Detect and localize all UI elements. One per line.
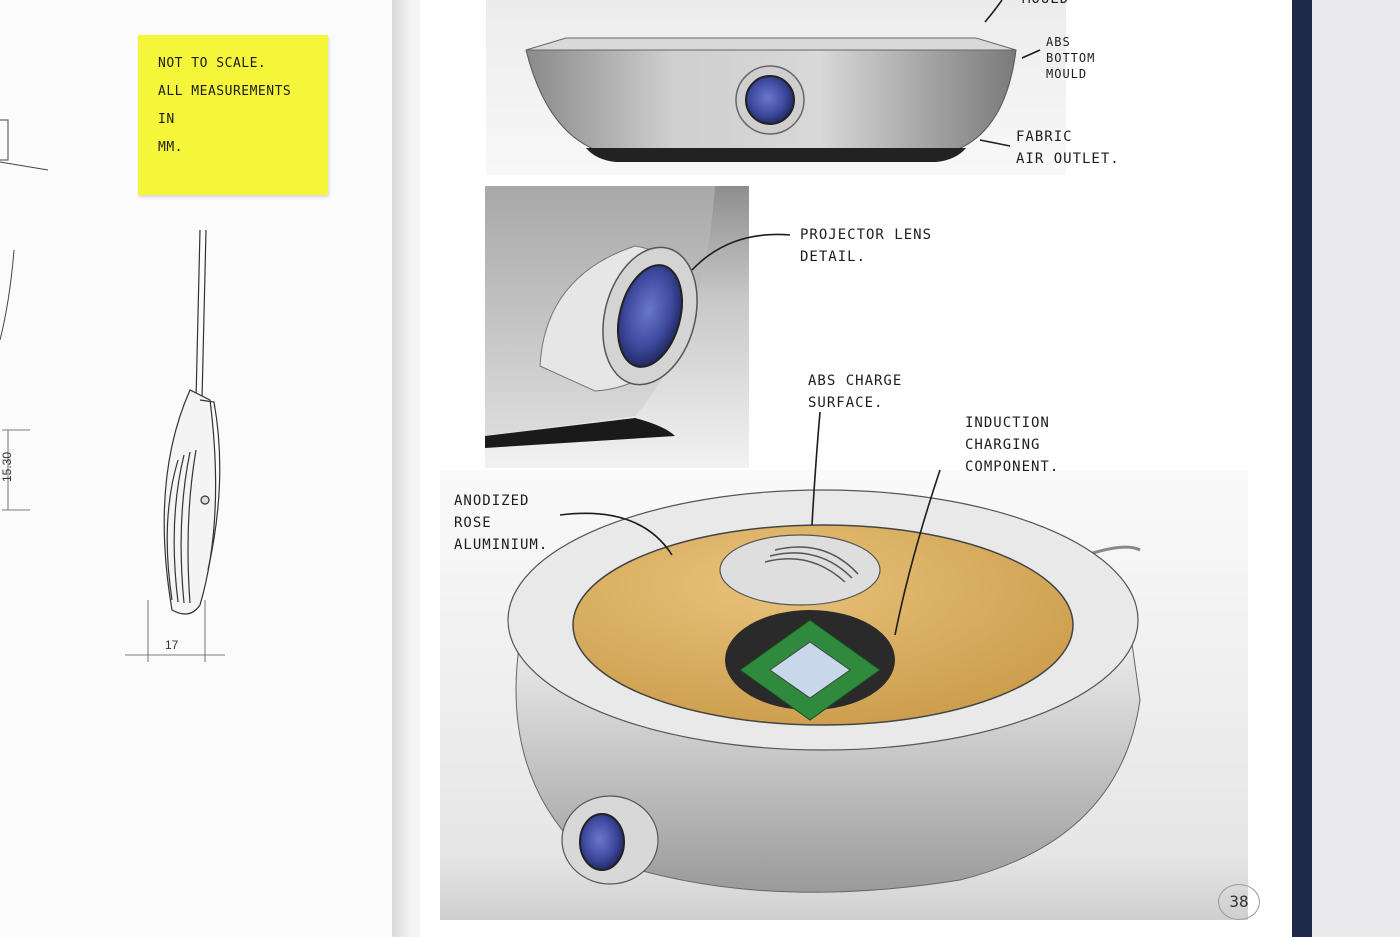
sticky-note: Not to scale. All measurements in mm. (138, 35, 328, 195)
dimension-lines (2, 429, 225, 662)
binder-edge (1290, 0, 1312, 937)
charging-base-illustration (507, 489, 1141, 893)
page-number: 38 (1218, 884, 1260, 920)
annotation-fabric-air: Fabric air outlet. (1016, 129, 1120, 167)
leader-abs-bottom (1021, 49, 1041, 59)
table-surface (1312, 0, 1400, 937)
drawing-left-partial (0, 119, 49, 341)
leader-induction (894, 469, 941, 636)
annotation-projector-lens: Projector lens detail. (800, 227, 933, 265)
render-charging-base (440, 470, 1248, 920)
annotation-top-mould: mould (1022, 0, 1069, 10)
render-lens-detail (485, 186, 749, 468)
annotation-abs-charge: ABS charge surface. (808, 373, 903, 411)
dimension-width-label: 17 (165, 638, 179, 652)
annotation-abs-bottom: ABS bottom mould (1046, 35, 1096, 81)
front-view-illustration (525, 37, 1017, 162)
lens-detail-illustration (485, 186, 715, 448)
leader-abs-charge (811, 411, 821, 526)
technical-drawing (0, 119, 225, 662)
earpiece-side-view (163, 229, 221, 615)
leader-top-mould (984, 0, 1003, 23)
leader-anodized (559, 512, 673, 556)
sticky-note-text: Not to scale. All measurements in mm. (158, 56, 292, 155)
annotation-induction: Induction charging component. (965, 415, 1060, 475)
annotation-anodized: Anodized rose aluminium. (454, 493, 549, 553)
leader-projector-lens (691, 233, 791, 271)
leader-fabric-air (979, 139, 1011, 147)
render-front-view (486, 0, 1066, 175)
